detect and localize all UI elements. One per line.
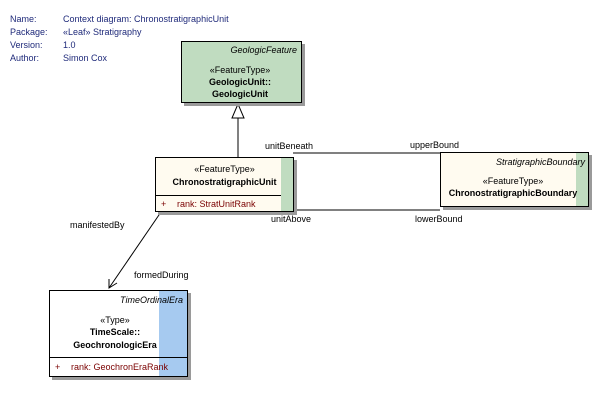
stratigraphic-boundary-class[interactable]: StratigraphicBoundary «FeatureType» Chro… [440,152,589,207]
geologic-unit-stereotype: «FeatureType» [209,65,271,75]
stratigraphic-boundary-stereotype: «FeatureType» [482,176,544,186]
geochronologic-era-attr: rank: GeochronEraRank [71,362,169,372]
geologic-feature-title: GeologicFeature [230,45,297,55]
chronostratigraphic-unit-attr: rank: StratUnitRank [177,199,256,209]
geologic-unit-name-line1: GeologicUnit:: [209,77,271,87]
chronostratigraphic-unit-divider [156,195,281,196]
formed-during-label: formedDuring [134,270,189,280]
chronostratigraphic-unit-class[interactable]: «FeatureType» ChronostratigraphicUnit + … [155,157,294,212]
geochronologic-era-divider [50,357,187,358]
stratigraphic-boundary-stripe [576,153,588,206]
author-key: Author: [10,53,40,63]
geologic-unit-class[interactable]: GeologicFeature «FeatureType» GeologicUn… [181,41,302,103]
stratigraphic-boundary-title: StratigraphicBoundary [495,157,585,167]
geochronologic-era-stripe [159,291,187,376]
name-value: Context diagram: ChronostratigraphicUnit [63,14,229,24]
version-key: Version: [10,40,43,50]
formed-during-arrowhead [108,279,118,289]
manifested-by-label: manifestedBy [70,220,125,230]
lower-bound-label: lowerBound [415,214,463,224]
geochronologic-era-class[interactable]: TimeOrdinalEra «Type» TimeScale:: Geochr… [49,290,188,377]
chronostratigraphic-unit-stripe [281,158,293,211]
package-key: Package: [10,27,48,37]
geochronologic-era-stereotype: «Type» [100,315,130,325]
stratigraphic-boundary-name: ChronostratigraphicBoundary [448,188,578,198]
diagram-metadata: Name: Context diagram: Chronostratigraphi… [10,13,229,65]
version-value: 1.0 [63,40,76,50]
name-key: Name: [10,14,37,24]
time-ordinal-era-title: TimeOrdinalEra [120,295,183,305]
geologic-unit-name-line2: GeologicUnit [212,89,268,99]
package-value: «Leaf» Stratigraphy [63,27,142,37]
formed-during-line [108,211,162,289]
geochronologic-era-attr-visibility: + [55,362,61,372]
unit-beneath-label: unitBeneath [265,141,314,151]
geochronologic-era-name-line1: TimeScale:: [89,327,141,337]
geochronologic-era-name-line2: GeochronologicEra [73,340,157,350]
chronostratigraphic-unit-name: ChronostratigraphicUnit [172,177,277,187]
unit-above-label: unitAbove [271,214,312,224]
upper-bound-label: upperBound [410,140,460,150]
generalization-arrowhead [231,102,245,119]
author-value: Simon Cox [63,53,108,63]
chronostratigraphic-unit-attr-visibility: + [161,199,167,209]
chronostratigraphic-unit-stereotype: «FeatureType» [194,164,255,174]
